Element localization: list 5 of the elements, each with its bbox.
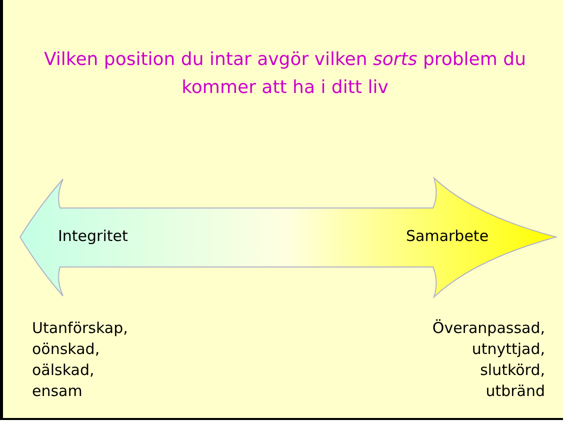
arrow-label: Samarbete: [406, 227, 489, 245]
arrow-label: Integritet: [58, 227, 128, 245]
slide-title: Vilken position du intar avgör vilken sorts problem du kommer att ha i ditt liv: [43, 48, 527, 100]
word-list: Utanförskap, oönskad, oälskad, ensam: [32, 318, 128, 402]
word-list: Överanpassad, utnyttjad, slutkörd, utbränd: [432, 318, 545, 402]
